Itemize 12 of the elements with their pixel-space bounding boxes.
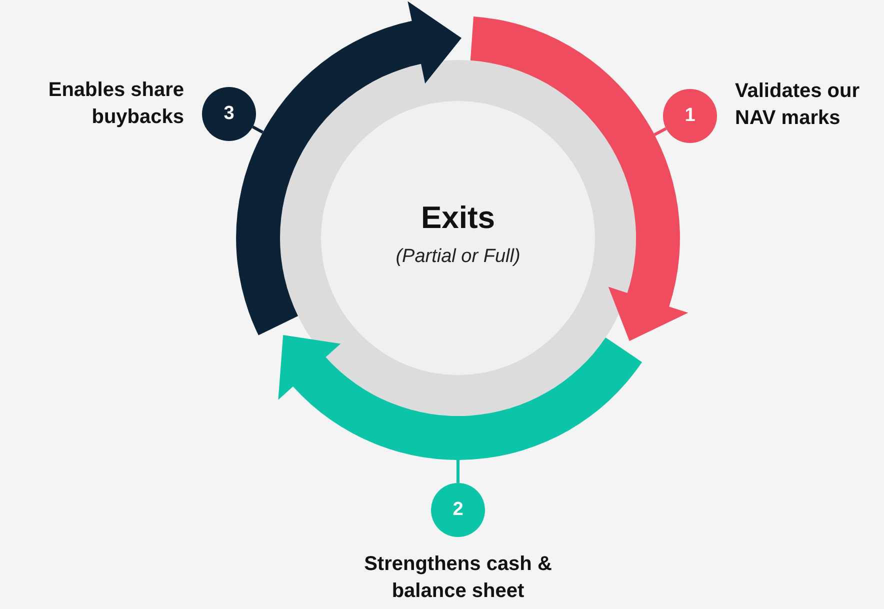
center-subtitle: (Partial or Full) [396,246,520,268]
step-description: Validates our NAV marks [735,79,860,131]
cycle-ring-segment [278,335,642,460]
step-description: Enables share buybacks [47,78,184,130]
leader-line [252,126,264,134]
leader-line [456,460,460,483]
step-number: 3 [202,87,256,141]
step-number: 1 [663,89,717,143]
step-description: Strengthens cash & balance sheet [363,552,553,604]
center-title: Exits [420,200,496,236]
step-number: 2 [431,483,485,537]
leader-line [654,127,667,136]
